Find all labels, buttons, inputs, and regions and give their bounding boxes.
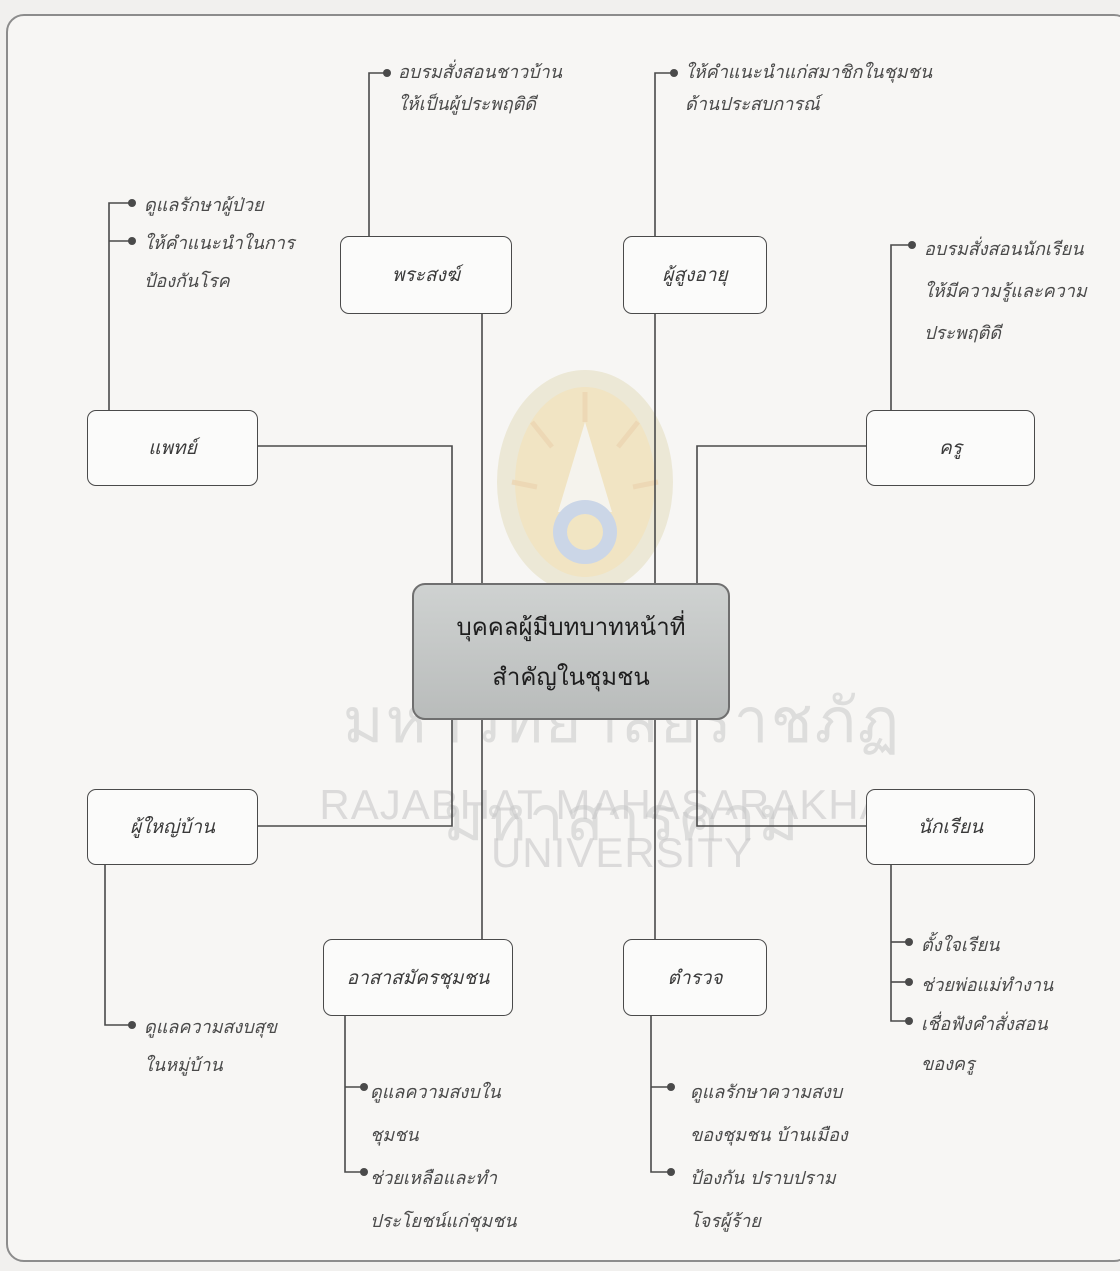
bullet-dot	[905, 1017, 913, 1025]
link-student	[696, 720, 866, 827]
note-line: ชุมชน	[370, 1125, 419, 1146]
link-headman	[258, 720, 453, 827]
note-link-elder	[654, 72, 672, 236]
node-teacher: ครู	[866, 410, 1035, 486]
note-volunteer: ดูแลความสงบใน ชุมชน ช่วยเหลือและทำ ประโย…	[370, 1071, 517, 1243]
note-line: ดูแลความสงบใน	[370, 1082, 501, 1103]
note-link-student	[890, 864, 907, 1022]
bullet-dot	[128, 1021, 136, 1029]
note-line: ช่วยเหลือและทำ	[370, 1168, 498, 1189]
note-line: อบรมสั่งสอนนักเรียน	[924, 239, 1084, 260]
note-line: ป้องกัน ปราบปราม	[690, 1168, 836, 1189]
note-student: ตั้งใจเรียน ช่วยพ่อแม่ทำงาน เชื่อฟังคำสั…	[921, 926, 1053, 1084]
note-police: ดูแลรักษาความสงบ ของชุมชน บ้านเมือง ป้อง…	[690, 1071, 848, 1243]
note-line: ในหมู่บ้าน	[144, 1055, 223, 1076]
bullet-dot	[905, 978, 913, 986]
note-doctor: ดูแลรักษาผู้ป่วย ให้คำแนะนำในการ ป้องกัน…	[144, 187, 295, 301]
bullet-dot	[670, 69, 678, 77]
bullet-dot	[128, 199, 136, 207]
node-monk: พระสงฆ์	[340, 236, 512, 314]
bullet-dot	[360, 1168, 368, 1176]
bullet-dot	[383, 69, 391, 77]
note-line: ด้านประสบการณ์	[685, 94, 820, 115]
link-doctor	[258, 445, 453, 583]
node-doctor: แพทย์	[87, 410, 258, 486]
bullet-dot	[667, 1083, 675, 1091]
node-police: ตำรวจ	[623, 939, 767, 1016]
note-line: ดูแลรักษาความสงบ	[690, 1082, 843, 1103]
note-line: ให้มีความรู้และความ	[924, 281, 1087, 302]
bullet-dot	[908, 241, 916, 249]
note-line: ของชุมชน บ้านเมือง	[690, 1125, 848, 1146]
bullet-dot	[360, 1083, 368, 1091]
bullet-dot	[128, 237, 136, 245]
central-topic: บุคคลผู้มีบทบาทหน้าที่ สำคัญในชุมชน	[412, 583, 730, 720]
note-link-monk	[368, 72, 385, 236]
note-line: ดูแลความสงบสุข	[144, 1017, 277, 1038]
note-line: ดูแลรักษาผู้ป่วย	[144, 195, 264, 216]
central-topic-line-1: บุคคลผู้มีบทบาทหน้าที่	[456, 612, 686, 641]
note-link-doctor	[108, 202, 130, 410]
note-link-headman	[104, 862, 130, 1026]
note-line: ให้คำแนะนำในการ	[144, 233, 295, 254]
note-line: ช่วยพ่อแม่ทำงาน	[921, 974, 1054, 996]
node-volunteer: อาสาสมัครชุมชน	[323, 939, 513, 1016]
note-line: เชื่อฟังคำสั่งสอน	[921, 1014, 1048, 1035]
node-headman: ผู้ใหญ่บ้าน	[87, 789, 258, 865]
link-teacher	[696, 445, 866, 583]
note-line: ประโยชน์แก่ชุมชน	[370, 1211, 517, 1232]
note-link-teacher	[890, 244, 910, 410]
bullet-dot	[667, 1168, 675, 1176]
note-line: ของครู	[921, 1053, 975, 1075]
note-teacher: อบรมสั่งสอนนักเรียน ให้มีความรู้และความ …	[924, 229, 1087, 355]
note-link-volunteer	[344, 984, 362, 1173]
note-line: ประพฤติดี	[924, 323, 1001, 344]
note-line: ให้เป็นผู้ประพฤติดี	[398, 94, 536, 115]
note-headman: ดูแลความสงบสุข ในหมู่บ้าน	[144, 1009, 277, 1085]
note-line: ตั้งใจเรียน	[921, 935, 1000, 956]
note-line: อบรมสั่งสอนชาวบ้าน	[398, 62, 562, 83]
watermark-english: RAJABHAT MAHASARAKHAM UNIVERSITY	[319, 781, 925, 876]
university-seal-watermark	[497, 370, 673, 594]
note-line: ให้คำแนะนำแก่สมาชิกในชุมชน	[685, 62, 933, 83]
bullet-dot	[905, 938, 913, 946]
central-topic-line-2: สำคัญในชุมชน	[492, 662, 650, 691]
note-monk: อบรมสั่งสอนชาวบ้าน ให้เป็นผู้ประพฤติดี	[398, 57, 562, 121]
node-student: นักเรียน	[866, 789, 1035, 865]
note-line: ป้องกันโรค	[144, 271, 230, 292]
node-elder: ผู้สูงอายุ	[623, 236, 767, 314]
note-line: โจรผู้ร้าย	[690, 1211, 761, 1232]
note-elder: ให้คำแนะนำแก่สมาชิกในชุมชน ด้านประสบการณ…	[685, 57, 932, 121]
note-link-police	[650, 983, 669, 1173]
